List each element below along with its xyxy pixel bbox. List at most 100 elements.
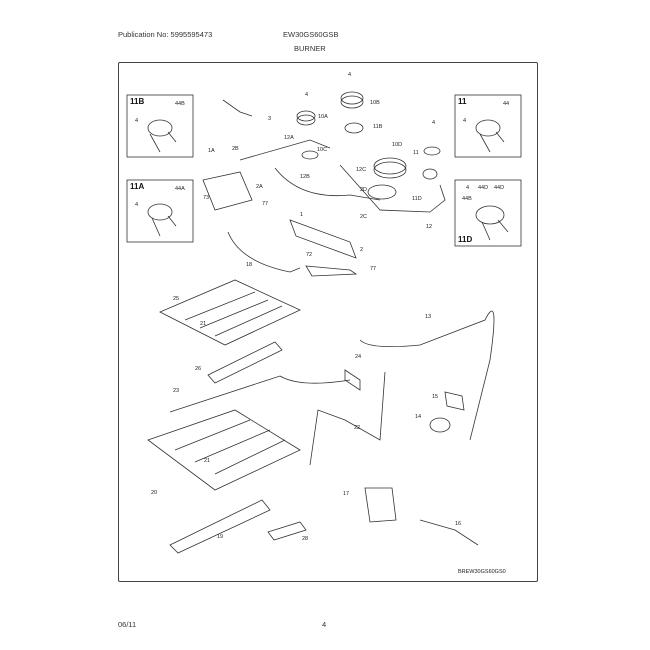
burner-base-12c xyxy=(367,184,397,200)
label-19: 19 xyxy=(217,534,223,540)
broil-pan-20 xyxy=(147,409,301,491)
label-11: 11 xyxy=(413,150,419,156)
inset-valve-11b xyxy=(147,119,177,153)
valve-17 xyxy=(364,487,397,523)
label-44d: 44D xyxy=(494,185,504,191)
bar-19 xyxy=(169,499,271,554)
inset-valve-11 xyxy=(475,119,505,153)
burner-pan-25 xyxy=(159,279,301,346)
tube-22 xyxy=(309,371,386,466)
inset-title-11b: 11B xyxy=(130,97,144,106)
tube-12b xyxy=(274,167,381,201)
inset-tag-44d: 44D xyxy=(478,185,488,191)
label-20: 20 xyxy=(151,490,157,496)
inset-valve-11d xyxy=(475,205,509,241)
label-77b: 77 xyxy=(370,266,376,272)
inset-title-11: 11 xyxy=(458,97,467,106)
publication-number: Publication No: 5995595473 xyxy=(118,30,213,39)
burner-box-1a xyxy=(202,171,253,211)
regulator-14 xyxy=(429,417,451,433)
label-10b: 10B xyxy=(370,100,380,106)
label-15: 15 xyxy=(432,394,438,400)
label-13: 13 xyxy=(425,314,431,320)
label-4-right: 4 xyxy=(432,120,435,126)
inset-valve-11a xyxy=(147,203,177,237)
label-12c: 12C xyxy=(356,167,366,173)
burner-head-10a xyxy=(296,110,316,126)
label-14: 14 xyxy=(415,414,421,420)
inset-box-11 xyxy=(454,94,522,158)
label-21-upper: 21 xyxy=(200,321,206,327)
igniter-28 xyxy=(267,521,307,541)
burner-box-1 xyxy=(289,219,357,259)
label-12b: 12B xyxy=(300,174,310,180)
inset-part-4-11a: 4 xyxy=(135,202,138,208)
diagram-frame xyxy=(118,62,538,582)
label-28: 28 xyxy=(302,536,308,542)
inset-tag-44a: 44A xyxy=(175,186,185,192)
label-10d: 10D xyxy=(392,142,402,148)
label-2c: 2C xyxy=(360,214,367,220)
label-2: 2 xyxy=(360,247,363,253)
tube-16 xyxy=(419,519,479,546)
label-17: 17 xyxy=(343,491,349,497)
label-25: 25 xyxy=(173,296,179,302)
label-72: 72 xyxy=(306,252,312,258)
label-2a: 2A xyxy=(256,184,263,190)
footer-date: 06/11 xyxy=(118,620,137,629)
diagram-code: BREW30GS60GS0 xyxy=(458,569,506,575)
label-21-lower: 21 xyxy=(204,458,210,464)
fitting-24 xyxy=(344,369,361,391)
inset-box-11a xyxy=(126,179,194,243)
bracket-3 xyxy=(222,99,253,117)
burner-base-11b xyxy=(344,122,364,134)
label-23: 23 xyxy=(173,388,179,394)
rail-26 xyxy=(207,341,283,384)
section-title: BURNER xyxy=(294,44,326,53)
label-2d: 2D xyxy=(360,187,367,193)
tube-18 xyxy=(227,231,301,273)
inset-title-11a: 11A xyxy=(130,182,144,191)
label-26: 26 xyxy=(195,366,201,372)
tube-23 xyxy=(169,375,351,413)
label-12: 12 xyxy=(426,224,432,230)
label-77a: 77 xyxy=(262,201,268,207)
label-10c: 10C xyxy=(317,147,327,153)
label-11b: 11B xyxy=(373,124,383,130)
inset-box-11b xyxy=(126,94,194,158)
label-1a: 1A xyxy=(208,148,215,154)
clip-77b xyxy=(305,265,358,277)
label-4-top: 4 xyxy=(348,72,351,78)
burner-head-10b xyxy=(340,91,364,109)
label-16: 16 xyxy=(455,521,461,527)
inset-part-4-11b: 4 xyxy=(135,118,138,124)
label-2b: 2B xyxy=(232,146,239,152)
label-3: 3 xyxy=(268,116,271,122)
bracket-15 xyxy=(444,391,465,411)
burner-head-10d xyxy=(373,157,407,179)
label-24: 24 xyxy=(355,354,361,360)
model-number: EW30GS60GSB xyxy=(283,30,339,39)
burner-head-11 xyxy=(422,146,441,180)
tube-13 xyxy=(359,310,495,441)
label-1: 1 xyxy=(300,212,303,218)
label-73: 73 xyxy=(203,195,209,201)
label-44b-d: 44B xyxy=(462,196,472,202)
label-10a: 10A xyxy=(318,114,328,120)
inset-box-11d xyxy=(454,179,522,247)
inset-tag-44b: 44B xyxy=(175,101,185,107)
label-22: 22 xyxy=(354,425,360,431)
tube-12a xyxy=(239,139,331,161)
label-18: 18 xyxy=(246,262,252,268)
tube-12 xyxy=(339,164,446,213)
inset-part-4-11d: 4 xyxy=(466,185,469,191)
label-12a: 12A xyxy=(284,135,294,141)
inset-title-11d: 11D xyxy=(458,235,472,244)
label-11d: 11D xyxy=(412,196,422,202)
label-4-left: 4 xyxy=(305,92,308,98)
inset-tag-44: 44 xyxy=(503,101,509,107)
burner-head-10c xyxy=(301,150,319,160)
inset-part-4-11: 4 xyxy=(463,118,466,124)
footer-page-number: 4 xyxy=(322,620,327,629)
